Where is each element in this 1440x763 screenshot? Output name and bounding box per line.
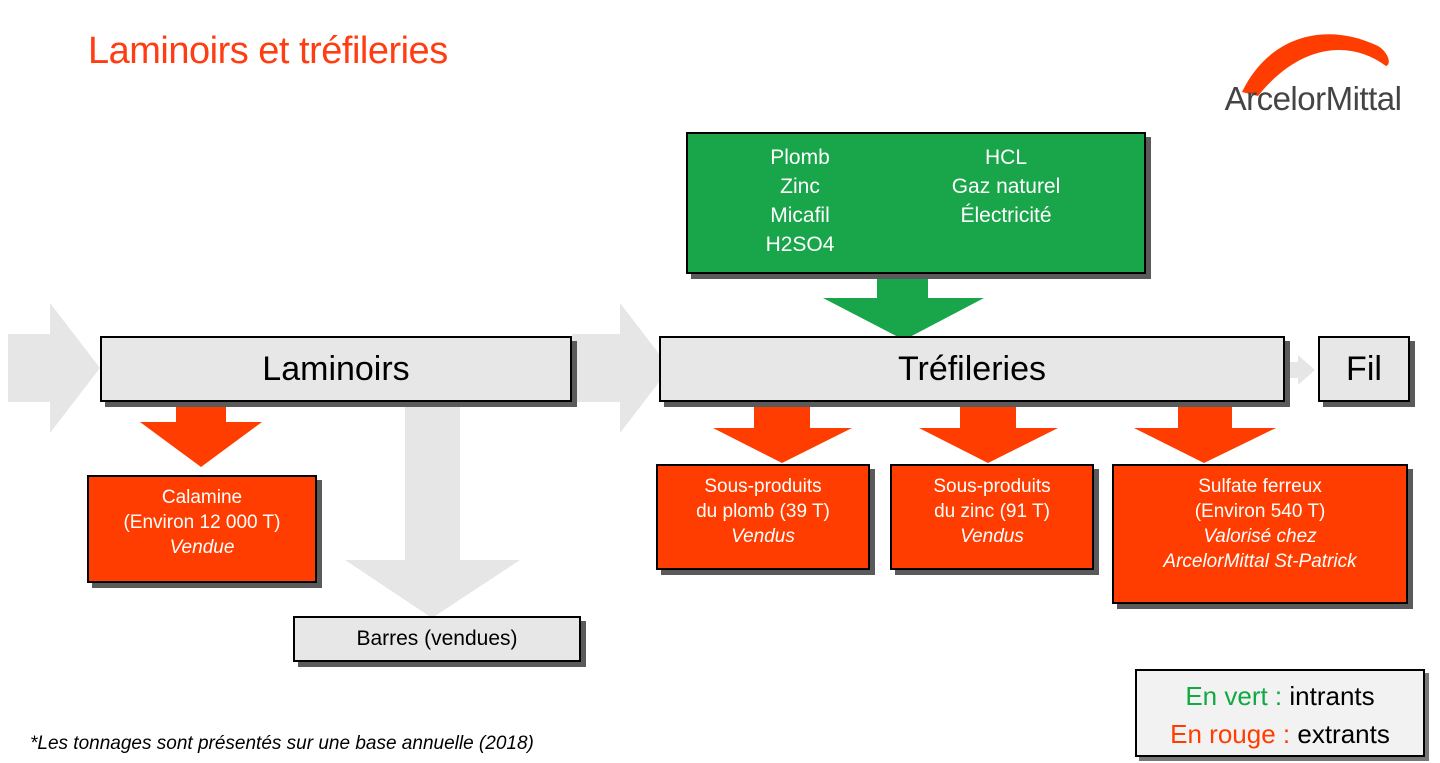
output-arrow-calamine [140,404,262,467]
legend-red-label: En rouge : [1170,719,1291,749]
input-item: HCL [984,146,1027,169]
output-label: Sous-produits [704,476,822,497]
arcelormittal-swoosh-icon [1242,34,1389,96]
flow-arrow-fil [1285,355,1315,385]
input-item: Électricité [960,204,1052,227]
output-label: Sous-produits [933,476,1051,497]
output-arrow-zinc [919,404,1058,463]
output-status: Vendus [731,526,795,547]
output-status: Vendus [960,526,1024,547]
legend-green-row: En vert : intrants [1137,677,1423,715]
output-quantity: du plomb (39 T) [696,501,830,522]
inputs-left-column: Plomb Zinc Micafil H2SO4 [740,143,860,259]
legend: En vert : intrants En rouge : extrants [1135,669,1425,757]
output-zinc: Sous-produits du zinc (91 T) Vendus [890,464,1094,570]
output-arrow-plomb [713,404,852,463]
process-trefileries: Tréfileries [659,336,1285,402]
legend-green-label: En vert : [1185,681,1283,711]
legend-green-value: intrants [1289,681,1375,711]
page-title: Laminoirs et tréfileries [88,30,448,72]
output-sulfate: Sulfate ferreux (Environ 540 T) Valorisé… [1112,464,1408,604]
product-barres: Barres (vendues) [293,616,581,662]
output-label: Sulfate ferreux [1198,476,1322,497]
input-item: Plomb [770,146,830,169]
output-calamine: Calamine (Environ 12 000 T) Vendue [87,475,317,583]
input-item: Gaz naturel [951,175,1061,198]
input-item: Zinc [780,175,820,198]
input-arrow [823,273,984,340]
output-plomb: Sous-produits du plomb (39 T) Vendus [656,464,870,570]
output-arrow-sulfate [1134,404,1276,463]
input-item: Micafil [770,204,830,227]
output-status: Vendue [169,537,235,558]
legend-red-value: extrants [1297,719,1390,749]
inputs-right-column: HCL Gaz naturel Électricité [926,143,1086,230]
flow-arrow-in [8,303,100,433]
product-fil: Fil [1318,336,1410,402]
logo-wordmark: ArcelorMittal [1224,80,1402,117]
output-quantity: (Environ 540 T) [1194,501,1326,522]
inputs-box: Plomb Zinc Micafil H2SO4 HCL Gaz naturel… [686,132,1146,274]
process-laminoirs: Laminoirs [100,336,572,402]
output-status: ArcelorMittal St-Patrick [1163,551,1357,572]
input-item: H2SO4 [765,233,835,256]
output-quantity: (Environ 12 000 T) [123,512,281,533]
flow-arrow-mid [572,303,670,433]
output-quantity: du zinc (91 T) [934,501,1050,522]
flow-arrow-barres [345,404,520,618]
output-status: Valorisé chez [1203,526,1317,547]
output-label: Calamine [161,487,243,508]
footnote: *Les tonnages sont présentés sur une bas… [30,733,534,754]
legend-red-row: En rouge : extrants [1137,715,1423,753]
